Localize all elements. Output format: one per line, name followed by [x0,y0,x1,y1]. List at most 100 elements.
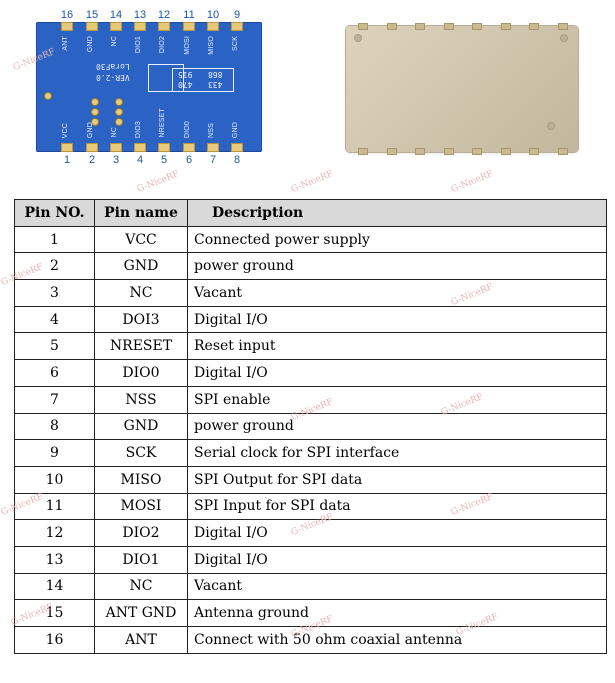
top-pin-number: 12 [157,9,171,21]
pin-number-cell: 10 [14,465,95,494]
pin-name-cell: GND [94,252,188,281]
pin-description-cell: Reset input [187,332,607,361]
via [115,98,123,106]
pin-number-cell: 2 [14,252,95,281]
pin-name-cell: DOI3 [94,305,188,334]
pin-name-cell: DIO2 [94,519,188,547]
header-pin-name: Pin name [94,199,188,227]
via [44,92,52,100]
mount-hole [354,34,362,42]
top-pin-number: 9 [233,9,241,21]
pin-description-cell: power ground [187,252,607,281]
mount-hole [547,122,555,130]
pin-description-cell: SPI enable [187,385,607,414]
pin-number-cell: 15 [14,599,95,627]
pin-number-cell: 11 [14,492,95,521]
pin-pad [86,22,98,31]
header-description: Description [187,199,607,227]
pin-pad [183,22,195,31]
bottom-pin-number: 5 [160,154,168,166]
pin-number-cell: 13 [14,545,95,574]
pin-number-cell: 12 [14,519,95,547]
pin-pad [207,143,219,152]
shield-edge-pad [557,148,568,155]
pin-name-cell: NSS [94,385,188,414]
pcb-pin-label: SCK [232,36,239,51]
top-pin-number: 11 [183,9,195,21]
pin-description-cell: Digital I/O [187,545,607,574]
pin-description-cell: Digital I/O [187,519,607,547]
table-header-row: Pin NO. Pin name Description [14,199,607,227]
pin-pad [231,143,243,152]
pin-name-cell: ANT [94,626,188,654]
shield-edge-pad [529,148,539,155]
bottom-pin-number: 7 [209,154,217,166]
pin-number-cell: 5 [14,332,95,361]
pcb-pin-label: GND [232,121,239,138]
via [91,118,99,126]
pin-pad [231,22,243,31]
top-pin-number: 10 [206,9,220,21]
via [91,108,99,116]
shield-edge-pad [415,23,425,30]
via [115,118,123,126]
silk-freq-868: 868 [208,70,223,79]
header-pin-no: Pin NO. [14,199,95,227]
pin-number-cell: 9 [14,439,95,467]
top-pin-number: 13 [133,9,147,21]
pin-pad [110,22,122,31]
pin-pad [134,143,146,152]
top-pin-number: 16 [60,9,74,21]
pin-description-cell: Digital I/O [187,305,607,334]
pin-pad [110,143,122,152]
pcb-pin-label: VCC [62,122,69,138]
pin-pad [158,22,170,31]
pin-pad [158,143,170,152]
silk-frequency-box [172,68,234,92]
pcb-pin-label: MOSI [184,36,191,55]
pin-pad [61,22,73,31]
bottom-pin-number: 1 [63,154,71,166]
pin-name-cell: NRESET [94,332,188,361]
pin-name-cell: VCC [94,225,188,254]
pin-description-cell: Vacant [187,279,607,307]
pcb-pin-label: GND [87,36,94,53]
pin-number-cell: 6 [14,359,95,387]
shield-edge-pad [529,23,539,30]
bottom-pin-number: 4 [136,154,144,166]
via [115,108,123,116]
pin-number-cell: 4 [14,305,95,334]
pin-name-cell: ANT GND [94,599,188,627]
pcb-pin-label: ANT [62,36,69,51]
pin-number-cell: 3 [14,279,95,307]
pcb-pin-label: NC [111,36,118,47]
shield-edge-pad [500,23,511,30]
silk-version: VER-2.0 [96,73,130,82]
pin-pad [183,143,195,152]
silk-freq-470: 470 [178,80,193,89]
top-pin-number: 15 [85,9,99,21]
pin-pad [86,143,98,152]
pin-name-cell: MISO [94,465,188,494]
silk-chip-outline [148,64,184,92]
pcb-pin-label: DIO2 [159,36,166,54]
pin-number-cell: 1 [14,225,95,254]
pin-pad [61,143,73,152]
pin-number-cell: 8 [14,412,95,441]
shield-edge-pad [472,23,482,30]
bottom-pin-number: 8 [233,154,241,166]
pcb-pin-label: NC [111,127,118,138]
pin-description-cell: Vacant [187,572,607,601]
